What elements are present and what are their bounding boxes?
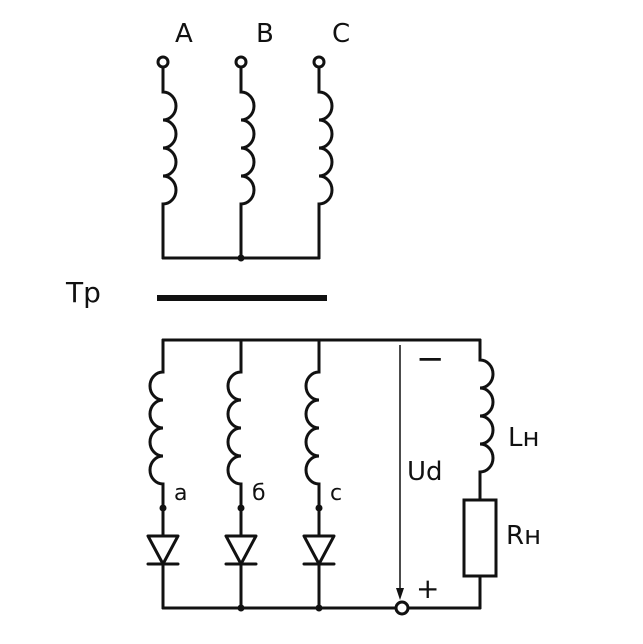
primary-winding-b (234, 55, 256, 260)
secondary-winding-b (226, 338, 245, 512)
inductor-label: Lн (508, 423, 539, 453)
secondary-c-label: c (330, 481, 342, 506)
phase-b-label: B (256, 19, 274, 49)
primary-winding-c (312, 55, 334, 260)
phase-a-label: A (175, 19, 193, 49)
phase-c-label: C (332, 19, 350, 49)
plus-sign: + (416, 572, 439, 605)
resistor-label: Rн (506, 521, 541, 551)
primary-winding-a (156, 55, 178, 260)
ud-voltage-arrow (396, 345, 404, 600)
positive-terminal (394, 600, 410, 616)
diode-b (224, 506, 258, 610)
node-b-bottom (237, 604, 245, 612)
minus-sign: − (416, 339, 445, 379)
diode-a (146, 506, 180, 610)
node-c-bottom (315, 604, 323, 612)
secondary-winding-c (304, 338, 323, 512)
load-inductor (478, 338, 495, 502)
secondary-b-label: б (252, 481, 266, 506)
voltage-label: Ud (407, 457, 443, 487)
secondary-a-label: a (174, 481, 187, 506)
diode-c (302, 506, 336, 610)
load-resistor (462, 498, 498, 610)
secondary-winding-a (148, 338, 167, 512)
primary-neutral-node (237, 254, 245, 262)
transformer-label: Tp (65, 276, 101, 309)
